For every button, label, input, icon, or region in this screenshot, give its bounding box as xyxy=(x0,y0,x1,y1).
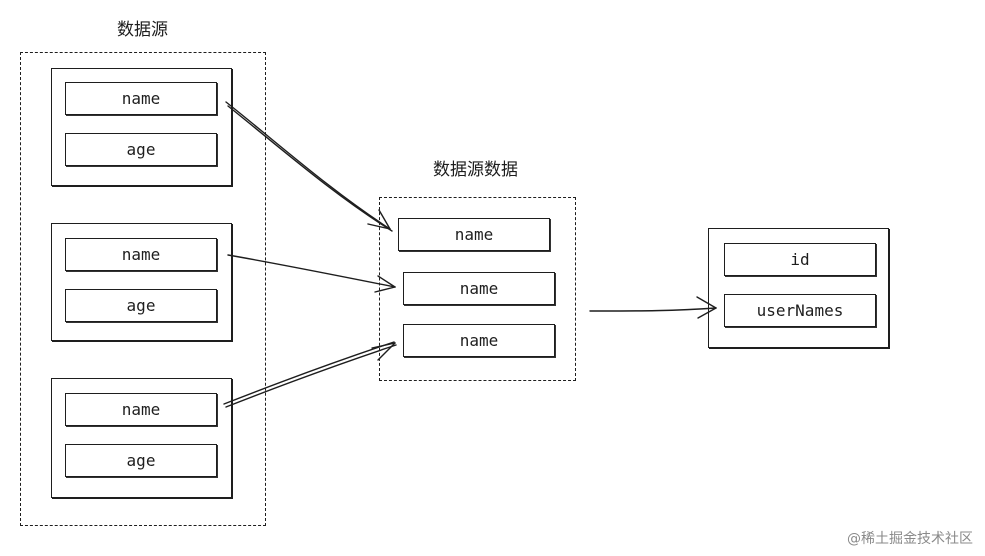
source-record-3-age: age xyxy=(65,444,217,477)
watermark: @稀土掘金技术社区 xyxy=(847,531,973,547)
arrow-record2-to-middle2 xyxy=(227,254,396,293)
arrow-record1-to-middle1 xyxy=(225,101,393,232)
target-field-id: id xyxy=(724,243,876,276)
source-record-3 xyxy=(51,378,232,498)
arrow-record3-to-middle3 xyxy=(223,341,397,408)
source-record-2-age: age xyxy=(65,289,217,322)
middle-group-title: 数据源数据 xyxy=(433,160,518,180)
source-record-1-age: age xyxy=(65,133,217,166)
middle-group-frame xyxy=(379,197,576,381)
source-group-frame xyxy=(20,52,266,526)
arrow-middle-to-target xyxy=(589,296,717,319)
source-group-title: 数据源 xyxy=(117,20,168,40)
source-record-3-name: name xyxy=(65,393,217,426)
source-record-1-name: name xyxy=(65,82,217,115)
target-entity xyxy=(708,228,889,348)
target-field-usernames: userNames xyxy=(724,294,876,327)
middle-field-2: name xyxy=(403,272,555,305)
source-record-1 xyxy=(51,68,232,186)
middle-field-3: name xyxy=(403,324,555,357)
middle-field-1: name xyxy=(398,218,550,251)
source-record-2-name: name xyxy=(65,238,217,271)
source-record-2 xyxy=(51,223,232,341)
